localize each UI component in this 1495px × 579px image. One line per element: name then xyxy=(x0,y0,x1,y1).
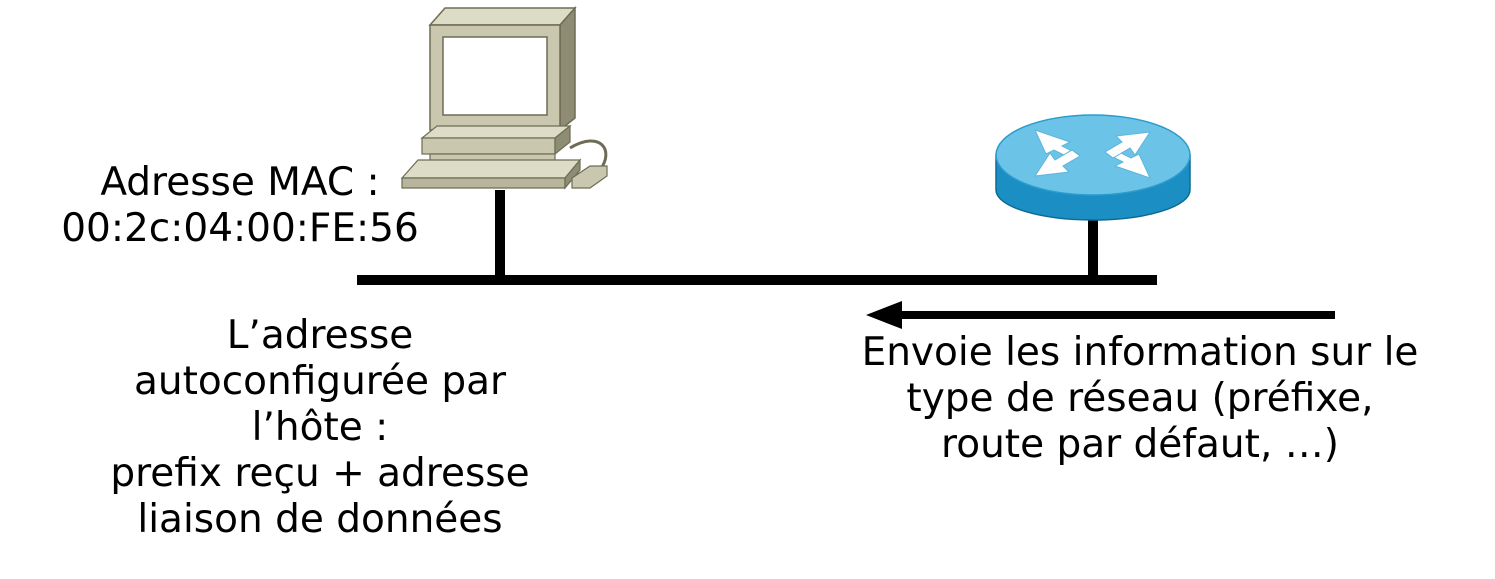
desktop-computer-icon xyxy=(400,6,608,190)
router-connection-line xyxy=(1088,205,1098,280)
host-autoconfig-note: L’adresse autoconfigurée par l’hôte : pr… xyxy=(110,313,530,543)
advertisement-arrow xyxy=(866,301,1335,329)
router-note-line: route par défaut, …) xyxy=(941,422,1339,467)
router-note-line: type de réseau (préfixe, xyxy=(906,376,1374,421)
host-note-line: l’hôte : xyxy=(251,405,389,450)
mac-label-line: Adresse MAC : xyxy=(100,160,380,205)
host-note-line: autoconfigurée par xyxy=(133,359,507,404)
router-advertisement-note: Envoie les information sur le type de ré… xyxy=(790,330,1490,468)
network-bus-line xyxy=(357,275,1157,285)
mac-address-value: 00:2c:04:00:FE:56 xyxy=(61,206,419,251)
host-note-line: liaison de données xyxy=(137,497,503,542)
router-note-line: Envoie les information sur le xyxy=(861,330,1419,375)
host-note-line: L’adresse xyxy=(226,313,414,358)
router-icon xyxy=(995,114,1191,221)
mac-address-label: Adresse MAC : 00:2c:04:00:FE:56 xyxy=(0,160,480,252)
host-note-line: prefix reçu + adresse xyxy=(110,451,530,496)
host-connection-line xyxy=(495,190,505,280)
